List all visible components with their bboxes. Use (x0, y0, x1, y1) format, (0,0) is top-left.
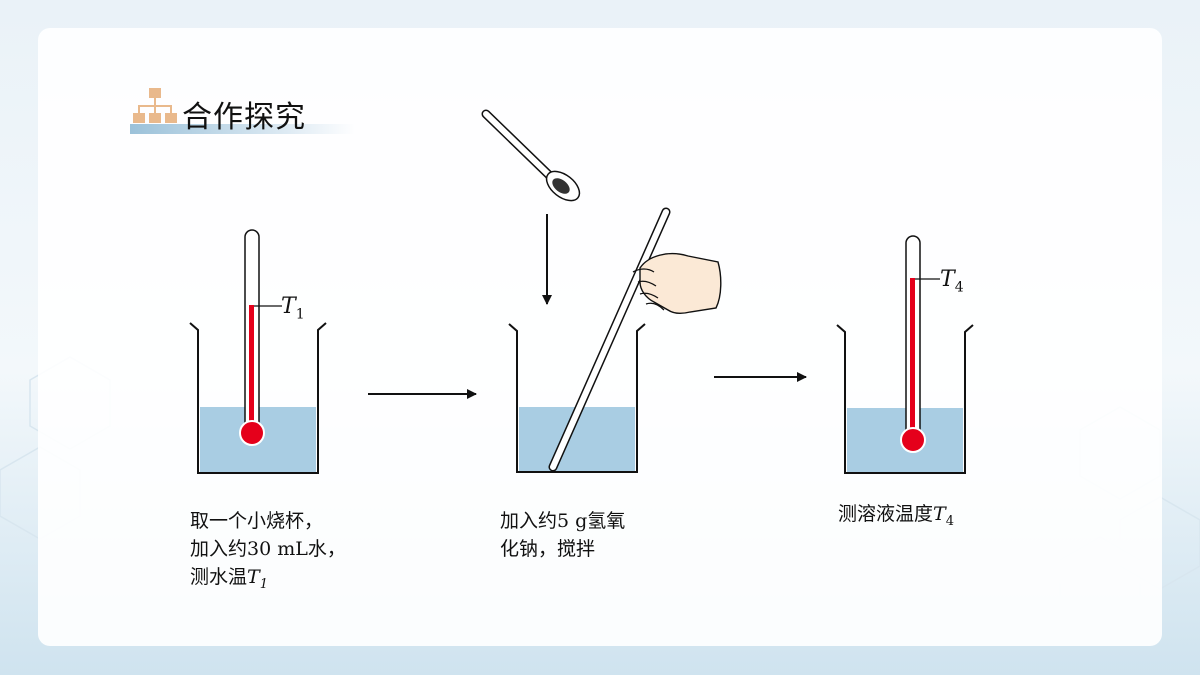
stirring-rod (548, 207, 671, 472)
section-header: 合作探究 (130, 86, 355, 136)
thermometer-1 (239, 229, 282, 446)
beaker-2 (508, 207, 722, 473)
thermometer-1-label: T1 (281, 294, 305, 323)
step-3-caption: 测溶液温度T4 (838, 503, 954, 529)
beaker-2-outline (508, 323, 646, 473)
beaker-3 (836, 235, 974, 474)
hand-icon (632, 252, 722, 315)
thermometer-3 (900, 235, 940, 453)
beaker-3-outline (836, 324, 974, 474)
page-title: 合作探究 (182, 100, 306, 135)
hierarchy-icon (133, 88, 177, 123)
spoon-icon (481, 109, 581, 202)
step-1-caption: 取一个小烧杯， 加入约30 mL水， 测水温T1 (190, 510, 346, 592)
header-underline-bar (130, 124, 355, 134)
beaker-1-outline (189, 322, 327, 474)
thermometer-3-label: T4 (940, 267, 964, 296)
step-2-caption: 加入约5 g氢氧 化钠，搅拌 (500, 510, 626, 560)
beaker-1 (189, 229, 327, 474)
sodium-hydroxide-solid (552, 178, 570, 194)
